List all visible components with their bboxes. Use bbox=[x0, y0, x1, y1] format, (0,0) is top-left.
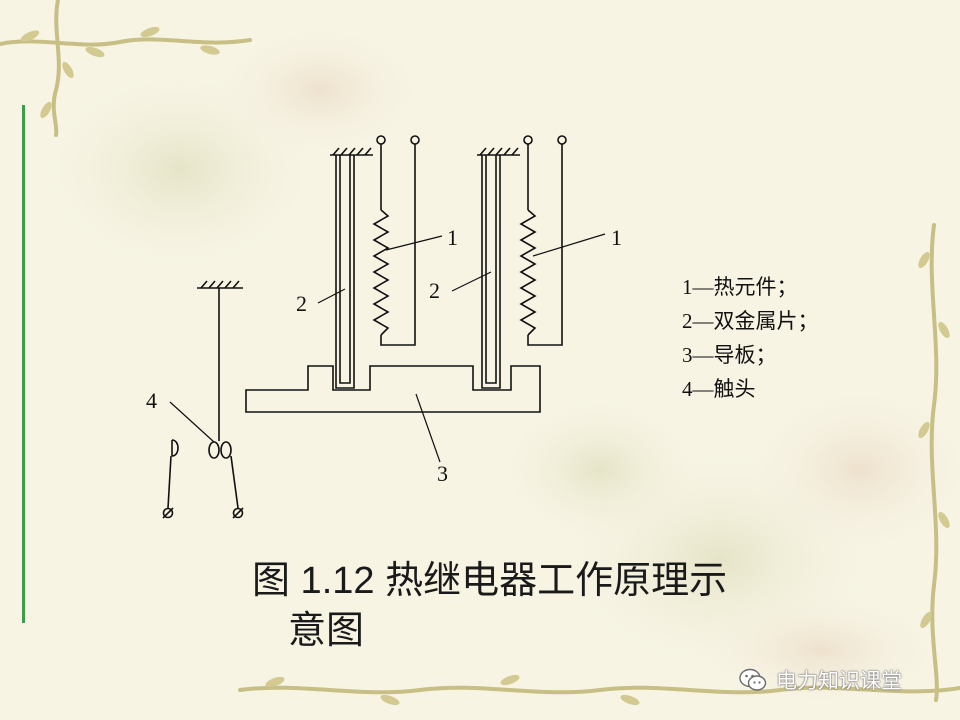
floral-watermark bbox=[30, 20, 960, 710]
terminal-icon bbox=[523, 135, 533, 145]
legend: 1—热元件； 2—双金属片； 3—导板； 4—触头 bbox=[682, 270, 922, 406]
terminal-icon bbox=[376, 135, 386, 145]
guide-plate bbox=[245, 365, 541, 413]
ground-hatch-bimetal-right bbox=[477, 147, 520, 156]
figure-caption: 图 1.12 热继电器工作原理示 意图 bbox=[252, 556, 892, 656]
caption-line-2: 意图 bbox=[288, 610, 365, 652]
vine-border-top bbox=[0, 0, 252, 137]
ground-hatch-bimetal-left bbox=[330, 147, 373, 156]
legend-item-heating-element: 1—热元件； bbox=[682, 275, 798, 299]
accent-bar bbox=[22, 105, 25, 623]
legend-item-bimetal: 2—双金属片； bbox=[682, 309, 819, 333]
fixed-contact-right bbox=[230, 455, 244, 519]
terminal-icon bbox=[557, 135, 567, 145]
vine-border-right bbox=[918, 223, 950, 702]
label-bimetal-left: 2 bbox=[296, 291, 307, 316]
vine-border-bottom bbox=[238, 674, 960, 706]
caption-line-1: 图 1.12 热继电器工作原理示 bbox=[252, 560, 728, 602]
label-contact: 4 bbox=[146, 388, 157, 413]
channel-watermark: 电力知识课堂 bbox=[738, 662, 943, 698]
ground-hatch-contact bbox=[197, 280, 243, 289]
label-guide-plate: 3 bbox=[437, 461, 448, 486]
legend-item-contact: 4—触头 bbox=[682, 377, 756, 401]
wechat-icon bbox=[739, 668, 767, 691]
bimetal-strip-left bbox=[335, 155, 355, 389]
bimetal-strip-right bbox=[481, 155, 501, 389]
legend-item-guide-plate: 3—导板； bbox=[682, 343, 777, 367]
leader-line-heating-left bbox=[385, 235, 443, 251]
leader-line-bimetal-left bbox=[317, 288, 346, 304]
moving-contact bbox=[208, 441, 232, 459]
leader-line-contact bbox=[169, 401, 215, 443]
label-heating-element-right: 1 bbox=[611, 225, 622, 250]
terminal-icon bbox=[410, 135, 420, 145]
watermark-text: 电力知识课堂 bbox=[776, 669, 902, 693]
leader-line-heating-right bbox=[532, 233, 606, 257]
heating-element-right bbox=[519, 135, 567, 346]
label-bimetal-right: 2 bbox=[429, 278, 440, 303]
heating-element-left bbox=[372, 135, 420, 346]
leader-line-guide-plate bbox=[415, 393, 441, 463]
leader-line-bimetal-right bbox=[451, 271, 492, 292]
fixed-contact-left bbox=[162, 439, 179, 519]
label-heating-element-left: 1 bbox=[447, 225, 458, 250]
